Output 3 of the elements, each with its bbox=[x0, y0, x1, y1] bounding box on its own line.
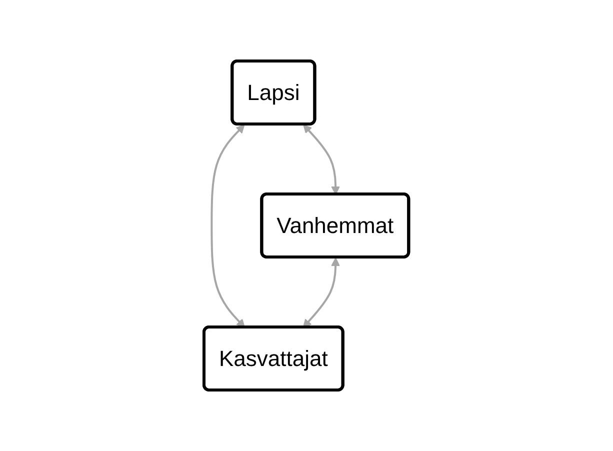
arrow bbox=[303, 124, 340, 195]
arrow bbox=[302, 258, 340, 328]
arrow bbox=[210, 124, 246, 328]
